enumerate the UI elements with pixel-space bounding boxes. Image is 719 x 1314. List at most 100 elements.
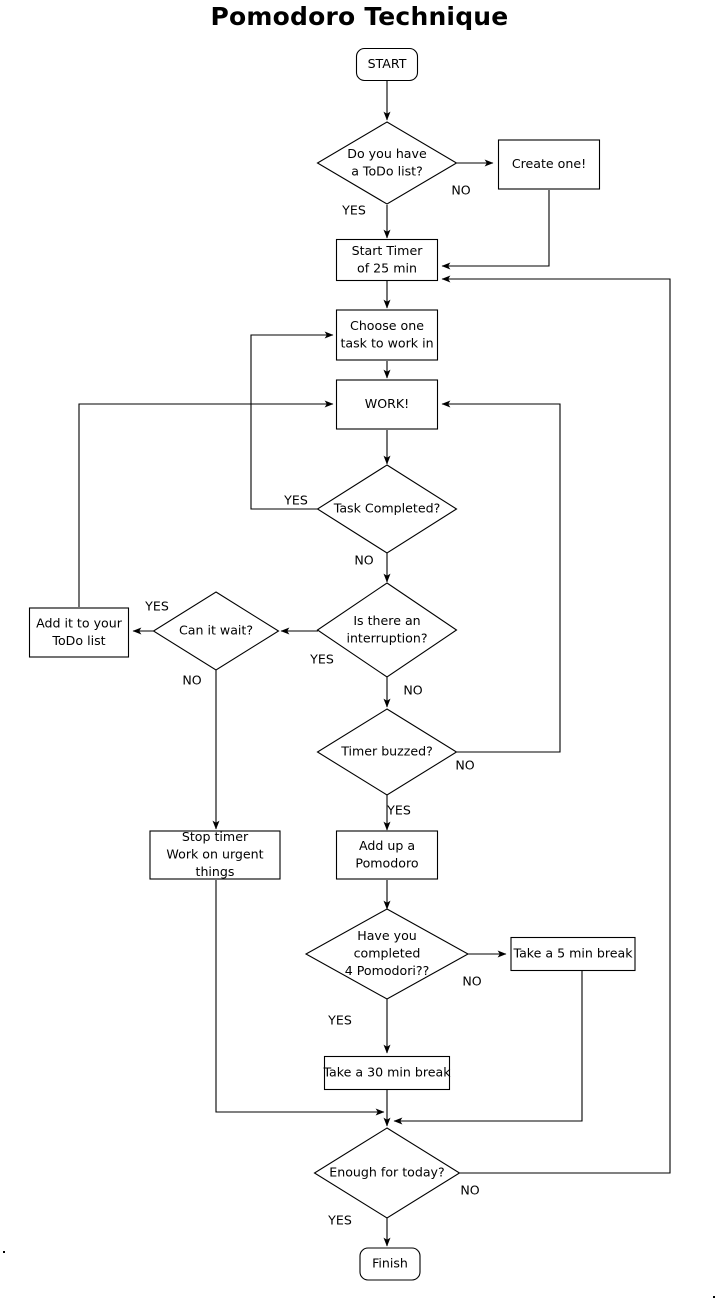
node-shape-terminator[interactable] (355, 47, 419, 82)
node-shape-process[interactable] (323, 1055, 451, 1091)
node-break5[interactable]: Take a 5 min break (510, 936, 636, 972)
node-label-work: WORK! (365, 396, 409, 411)
connector-e-wait-yes-addtodo: YES (132, 599, 169, 635)
edge-label-e-taskdone-yes-choose: YES (283, 493, 308, 508)
node-enough[interactable]: Enough for today? (313, 1127, 461, 1219)
edge-label-e-fourpom-yes-break30: YES (327, 1013, 352, 1028)
node-can_wait[interactable]: Can it wait? (152, 591, 280, 671)
node-add_pomodoro[interactable]: Add up a Pomodoro (335, 830, 439, 880)
connector-e-taskdone-yes-choose: YES (250, 331, 334, 510)
node-label-create_one: Create one! (512, 156, 586, 171)
connector-e-enough-no-timer: NO (441, 275, 671, 1198)
connector-line (78, 400, 334, 607)
node-label-task_done: Task Completed? (333, 501, 441, 516)
node-label-stop_timer: Stop timer (182, 829, 249, 844)
node-label-add_pomodoro: Add up a (359, 838, 415, 853)
node-label-add_pomodoro: Pomodoro (355, 855, 418, 870)
node-label-timer_buzzed: Timer buzzed? (340, 744, 433, 759)
connector-e-interrupt-no-buzzed: NO (383, 677, 423, 708)
edge-label-e-hastodo-yes-timer: YES (341, 203, 366, 218)
node-label-four_pom: Have you (357, 928, 417, 943)
node-label-interruption: interruption? (346, 630, 427, 645)
connector-line (441, 275, 671, 1174)
connector-line (441, 190, 550, 270)
node-label-has_todo: a ToDo list? (351, 163, 423, 178)
node-shape-process[interactable] (335, 830, 439, 880)
stray-speck-left (3, 1251, 5, 1253)
node-shape-decision[interactable] (304, 908, 470, 1000)
node-has_todo[interactable]: Do you have a ToDo list? (316, 121, 458, 205)
node-label-stop_timer: Work on urgent (166, 847, 263, 862)
node-label-choose_task: Choose one (350, 318, 424, 333)
node-work[interactable]: WORK! (335, 379, 439, 430)
node-shape-decision[interactable] (316, 464, 458, 554)
connector-e-hastodo-no-create: NO (451, 159, 494, 198)
node-shape-process[interactable] (28, 607, 130, 658)
node-interruption[interactable]: Is there an interruption? (316, 582, 458, 678)
connector-e-buzzed-yes-pomodoro: YES (383, 795, 411, 831)
node-layer: START Do you have a ToDo list? Create one! S… (28, 47, 636, 1281)
connector-e-break5-enough (393, 971, 583, 1125)
node-label-start_timer: Start Timer (352, 243, 424, 258)
edge-label-e-interrupt-yes-wait: YES (309, 652, 334, 667)
edge-label-e-wait-no-stoptimer: NO (182, 673, 201, 688)
connector-line (441, 400, 561, 753)
node-label-start_timer: of 25 min (357, 260, 417, 275)
edge-label-e-interrupt-no-buzzed: NO (403, 683, 422, 698)
node-shape-decision[interactable] (316, 708, 458, 796)
node-break30[interactable]: Take a 30 min break (322, 1055, 451, 1091)
node-label-four_pom: completed (354, 946, 421, 961)
node-start[interactable]: START (355, 47, 419, 82)
node-create_one[interactable]: Create one! (497, 139, 601, 190)
node-shape-decision[interactable] (316, 121, 458, 205)
page-title: Pomodoro Technique (210, 2, 509, 31)
connector-e-fourpom-no-break5: NO (462, 950, 507, 989)
edge-label-e-enough-yes-finish: YES (327, 1213, 352, 1228)
connector-e-interrupt-yes-wait: YES (280, 627, 334, 667)
connector-e-enough-yes-finish: YES (327, 1213, 391, 1247)
node-shape-process[interactable] (149, 830, 281, 880)
node-label-has_todo: Do you have (347, 146, 427, 161)
node-label-enough: Enough for today? (329, 1165, 444, 1180)
node-label-start: START (368, 56, 407, 71)
edge-label-e-fourpom-no-break5: NO (462, 974, 481, 989)
node-task_done[interactable]: Task Completed? (316, 464, 458, 554)
node-label-can_wait: Can it wait? (179, 623, 253, 638)
node-start_timer[interactable]: Start Timer of 25 min (335, 238, 439, 282)
node-label-stop_timer: things (196, 864, 235, 879)
node-shape-decision[interactable] (316, 582, 458, 678)
connector-e-buzzed-no-work: NO (441, 400, 561, 773)
edge-label-e-taskdone-no-interrupt: NO (354, 553, 373, 568)
connector-line (250, 331, 334, 510)
node-shape-decision[interactable] (313, 1127, 461, 1219)
node-shape-process[interactable] (335, 238, 439, 282)
connector-e-taskdone-no-interrupt: NO (354, 553, 391, 583)
node-shape-process[interactable] (510, 936, 636, 972)
node-finish[interactable]: Finish (359, 1247, 421, 1281)
connector-e-addtodo-work (78, 400, 334, 607)
connector-e-fourpom-yes-break30: YES (327, 999, 391, 1054)
node-label-break30: Take a 30 min break (322, 1065, 451, 1080)
stray-speck-right (713, 1296, 715, 1298)
node-shape-process[interactable] (335, 309, 439, 361)
node-shape-decision[interactable] (152, 591, 280, 671)
node-label-interruption: Is there an (353, 613, 420, 628)
connector-line (393, 971, 583, 1125)
node-shape-terminator[interactable] (359, 1247, 421, 1281)
connector-e-create-timer (441, 190, 550, 270)
edge-label-e-buzzed-yes-pomodoro: YES (386, 803, 411, 818)
edge-label-e-enough-no-timer: NO (460, 1183, 479, 1198)
node-shape-process[interactable] (335, 379, 439, 430)
connector-e-hastodo-yes-timer: YES (341, 203, 391, 239)
node-timer_buzzed[interactable]: Timer buzzed? (316, 708, 458, 796)
node-label-break5: Take a 5 min break (512, 946, 633, 961)
connector-e-wait-no-stoptimer: NO (182, 670, 220, 830)
node-shape-process[interactable] (497, 139, 601, 190)
node-four_pom[interactable]: Have you completed 4 Pomodori?? (304, 908, 470, 1000)
node-label-four_pom: 4 Pomodori?? (345, 963, 430, 978)
